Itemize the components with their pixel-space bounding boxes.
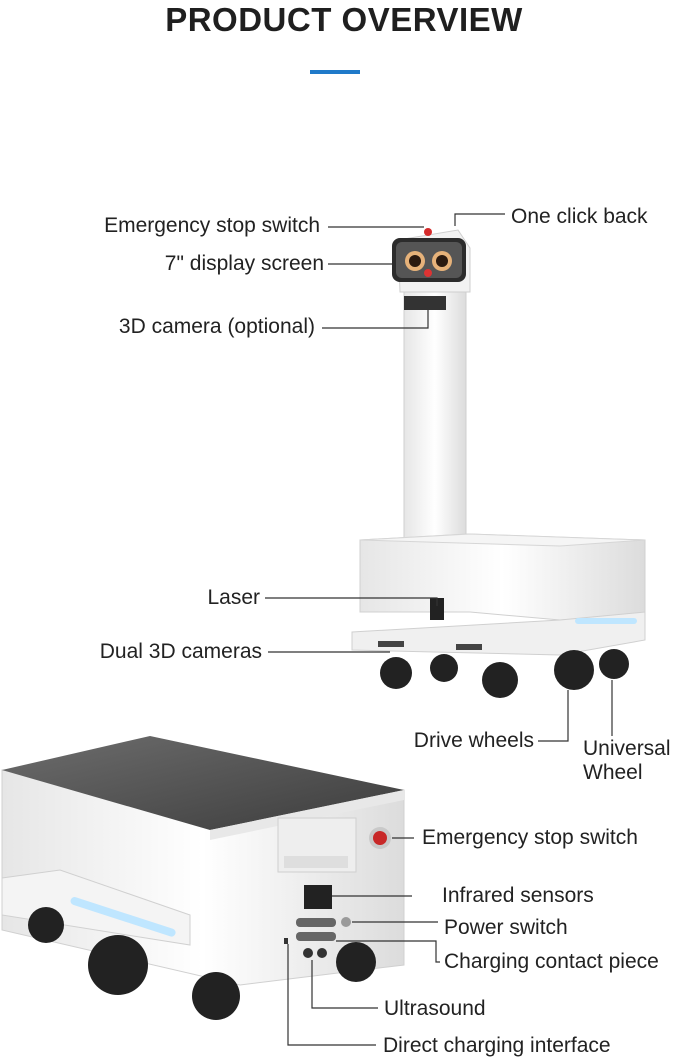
callout-charging-contact: Charging contact piece	[444, 950, 659, 973]
callout-3d-camera: 3D camera (optional)	[118, 315, 315, 338]
callout-power-switch: Power switch	[444, 916, 568, 939]
infrared-sensor-icon	[304, 885, 332, 909]
callout-display-screen: 7" display screen	[164, 252, 324, 275]
lower-robot	[1, 736, 405, 1020]
callout-drive-wheels: Drive wheels	[413, 729, 534, 752]
callout-laser: Laser	[207, 586, 260, 609]
callout-infrared-sensors: Infrared sensors	[442, 884, 594, 907]
callout-universal-wheel-line2: Wheel	[583, 761, 643, 784]
power-switch-icon	[341, 917, 351, 927]
callout-direct-charging: Direct charging interface	[383, 1034, 611, 1057]
leader-lines	[265, 213, 613, 1046]
title-underline	[310, 70, 360, 74]
callout-dual-3d-cameras: Dual 3D cameras	[99, 640, 262, 663]
rear-emergency-stop-icon	[373, 831, 387, 845]
emergency-stop-icon	[424, 228, 432, 236]
camera-3d-icon	[404, 296, 446, 310]
callout-ultrasound: Ultrasound	[384, 997, 486, 1020]
laser-icon	[430, 598, 444, 620]
upper-robot	[351, 228, 646, 698]
callout-universal-wheel-line1: Universal	[583, 737, 671, 760]
callout-one-click-back: One click back	[511, 205, 648, 228]
callout-emergency-stop-rear: Emergency stop switch	[422, 826, 638, 849]
callout-emergency-stop-top: Emergency stop switch	[104, 214, 320, 237]
page-title: PRODUCT OVERVIEW	[165, 1, 523, 38]
